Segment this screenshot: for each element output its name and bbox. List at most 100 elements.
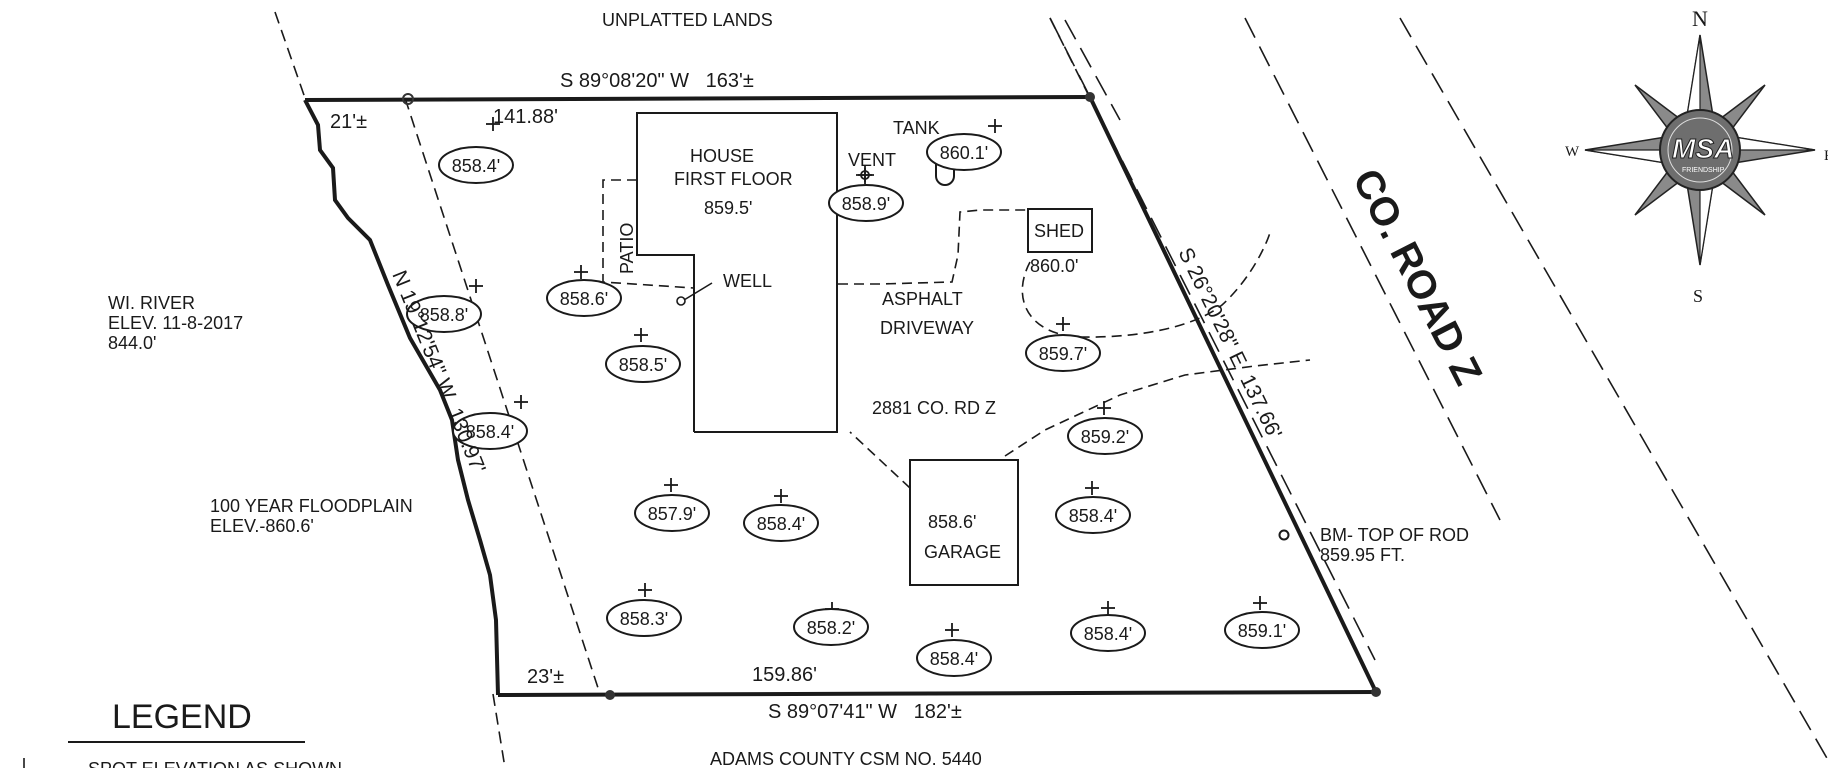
compass-rose: MSA FRIENDSHIP N S W E [1565, 6, 1828, 306]
spot-elevation: 860.1' [926, 119, 1002, 171]
spot-elevation-ellipse [926, 133, 1002, 171]
spot-elevation-ellipse [438, 146, 514, 184]
spot-elevation-value: 858.4' [1084, 624, 1132, 644]
vent-label: VENT [848, 150, 896, 170]
south-inner-distance: 159.86' [752, 664, 817, 686]
spot-elevation: 858.9' [828, 168, 904, 222]
address-label: 2881 CO. RD Z [872, 398, 996, 418]
shed-outline [1027, 208, 1093, 253]
spot-elevation-value: 858.3' [620, 609, 668, 629]
spot-elevation-value: 858.4' [930, 649, 978, 669]
spot-elevation: 858.3' [606, 583, 682, 637]
legend-title: LEGEND [112, 698, 252, 736]
river-label-line3: 844.0' [108, 333, 156, 353]
dashed-extension-lines [274, 11, 1091, 768]
well-label: WELL [723, 271, 772, 291]
text-labels: UNPLATTED LANDS S 89°08'20" W 163'± 141.… [23, 10, 1490, 768]
compass-s: S [1693, 286, 1703, 306]
spot-elevation-ellipse [1224, 611, 1300, 649]
spot-elevation-value: 858.4' [1069, 506, 1117, 526]
east-bearing-label: S 26°20'28" E 137.66' [1174, 244, 1287, 442]
house-outline [602, 112, 838, 433]
shed-elevation-label: 860.0' [1030, 256, 1078, 276]
spot-elevation-ellipse [1025, 334, 1101, 372]
road-lines [1049, 17, 1828, 761]
spot-elevation-ellipse [606, 599, 682, 637]
spot-elevation-ellipse [546, 279, 622, 317]
river-label-line2: ELEV. 11-8-2017 [108, 313, 243, 333]
house-label-line3: 859.5' [704, 198, 752, 218]
garage-outline [849, 359, 1311, 586]
spot-elevation-value: 858.9' [842, 194, 890, 214]
compass-brand: MSA [1672, 133, 1734, 164]
spot-elevation-ellipse [605, 345, 681, 383]
spot-elevation-value: 857.9' [648, 504, 696, 524]
house-label-line2: FIRST FLOOR [674, 169, 793, 189]
nw-offset-label: 21'± [330, 111, 367, 133]
spot-elevation: 857.9' [634, 478, 710, 532]
monument-nw [402, 93, 414, 105]
spot-elevation-ellipse [452, 412, 528, 450]
spot-elevation-value: 859.7' [1039, 344, 1087, 364]
south-adjoiner-label: ADAMS COUNTY CSM NO. 5440 [710, 749, 982, 768]
spot-elevation-value: 858.4' [757, 514, 805, 534]
monument-ne [1085, 92, 1095, 102]
road-name-label: CO. ROAD Z [1344, 162, 1490, 392]
spot-elevation: 858.4' [916, 623, 992, 677]
spot-elevation-value: 859.1' [1238, 621, 1286, 641]
spot-elevation-ellipse [406, 295, 482, 333]
patio-label: PATIO [617, 223, 637, 274]
spot-elevation-value: 858.8' [420, 305, 468, 325]
spot-elevation-ellipse [1067, 417, 1143, 455]
spot-elevation-value: 858.4' [452, 156, 500, 176]
south-bearing-label: S 89°07'41" W 182'± [768, 701, 962, 723]
north-adjoiner-label: UNPLATTED LANDS [602, 10, 773, 30]
spot-elevation: 859.7' [1025, 317, 1101, 372]
driveway-label-line2: DRIVEWAY [880, 318, 974, 338]
shed-label: SHED [1034, 221, 1084, 241]
driveway-outline [838, 208, 1271, 338]
spot-elevation: 858.4' [1070, 601, 1146, 652]
driveway-label-line1: ASPHALT [882, 289, 963, 309]
spot-elevation-value: 858.4' [466, 422, 514, 442]
spot-elevation-value: 860.1' [940, 143, 988, 163]
spot-elevation-ellipse [828, 184, 904, 222]
spot-elevation-value: 858.6' [560, 289, 608, 309]
garage-label-line2: GARAGE [924, 542, 1001, 562]
tank-label: TANK [893, 118, 940, 138]
spot-elevation-value: 859.2' [1081, 427, 1129, 447]
spot-elevation-ellipse [1070, 614, 1146, 652]
spot-elevation: 858.4' [743, 489, 819, 542]
compass-n: N [1692, 6, 1708, 31]
spot-elevation-ellipse [743, 504, 819, 542]
spot-elevation: 858.6' [546, 265, 622, 317]
north-inner-distance: 141.88' [493, 106, 558, 128]
spot-elevation: 858.4' [452, 395, 528, 450]
sw-offset-label: 23'± [527, 666, 564, 688]
river-label-line1: WI. RIVER [108, 293, 195, 313]
benchmark-label-line2: 859.95 FT. [1320, 545, 1405, 565]
spot-elevation-ellipse [634, 494, 710, 532]
spot-elevation: 858.4' [1055, 481, 1131, 534]
floodplain-label-line2: ELEV.-860.6' [210, 516, 314, 536]
floodplain-label-line1: 100 YEAR FLOODPLAIN [210, 496, 413, 516]
spot-elevation-ellipse [793, 608, 869, 646]
monument-sw [605, 690, 615, 700]
spot-elevation: 859.2' [1067, 401, 1143, 455]
compass-e: E [1824, 148, 1828, 164]
compass-w: W [1565, 144, 1580, 160]
benchmark-label-line1: BM- TOP OF ROD [1320, 525, 1469, 545]
compass-subtitle: FRIENDSHIP [1682, 167, 1725, 174]
spot-elevation: 859.1' [1224, 596, 1300, 649]
legend-item-label: SPOT ELEVATION AS SHOWN [88, 759, 342, 768]
spot-elevation: 858.4' [438, 117, 514, 184]
property-boundary [303, 92, 1381, 700]
spot-elevations: 858.4'860.1'858.9'858.8'858.6'858.5'859.… [406, 117, 1300, 677]
north-bearing-label: S 89°08'20" W 163'± [560, 70, 754, 92]
house-label-line1: HOUSE [690, 146, 754, 166]
spot-elevation: 858.8' [406, 279, 483, 333]
monument-se [1371, 687, 1381, 697]
spot-elevation-ellipse [1055, 496, 1131, 534]
spot-elevation: 858.2' [793, 602, 869, 646]
